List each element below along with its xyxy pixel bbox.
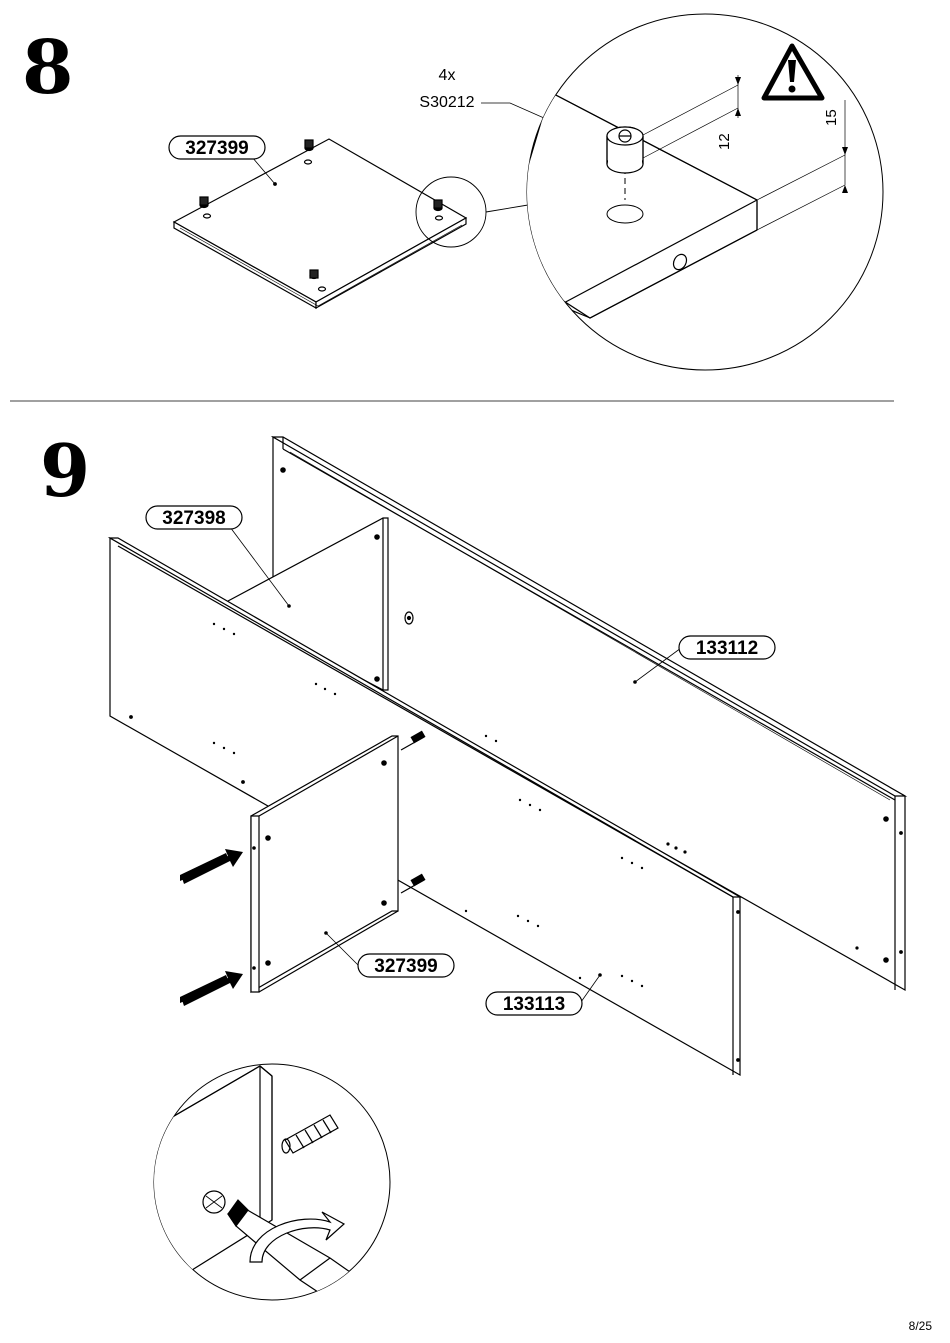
part-number-327399: 327399 bbox=[374, 956, 437, 977]
warning-triangle-icon bbox=[764, 46, 822, 98]
zoom-detail-step8 bbox=[500, 14, 883, 370]
step-9-number: 9 bbox=[40, 428, 90, 513]
tool-detail-circle bbox=[150, 1064, 390, 1320]
dimension-12: 12 bbox=[716, 133, 733, 150]
screwdriver-icon bbox=[228, 1200, 390, 1320]
push-arrow-icon bbox=[180, 849, 243, 1006]
part-label-327399-top: 327399 bbox=[169, 136, 265, 159]
step-8-number: 8 bbox=[22, 25, 74, 111]
part-number-133113: 133113 bbox=[503, 994, 565, 1015]
panel-327399-drawing bbox=[174, 139, 528, 308]
step-8: 8 bbox=[22, 14, 883, 370]
cam-fitting-detail-icon bbox=[607, 127, 643, 173]
page-number: 8/25 bbox=[909, 1319, 932, 1333]
dowel-detail-icon bbox=[282, 1115, 338, 1153]
dimension-15: 15 bbox=[823, 109, 840, 126]
step-9: 9 bbox=[40, 428, 905, 1320]
fitting-count: 4x bbox=[439, 67, 456, 84]
part-label-133112: 133112 bbox=[679, 636, 775, 659]
part-label-133113: 133113 bbox=[486, 992, 582, 1015]
part-number-327399-top: 327399 bbox=[185, 138, 248, 159]
part-number-327398: 327398 bbox=[162, 508, 225, 529]
part-label-327398: 327398 bbox=[146, 506, 242, 529]
fitting-code: S30212 bbox=[419, 94, 474, 111]
part-label-327399: 327399 bbox=[358, 954, 454, 977]
part-number-133112: 133112 bbox=[696, 638, 758, 659]
